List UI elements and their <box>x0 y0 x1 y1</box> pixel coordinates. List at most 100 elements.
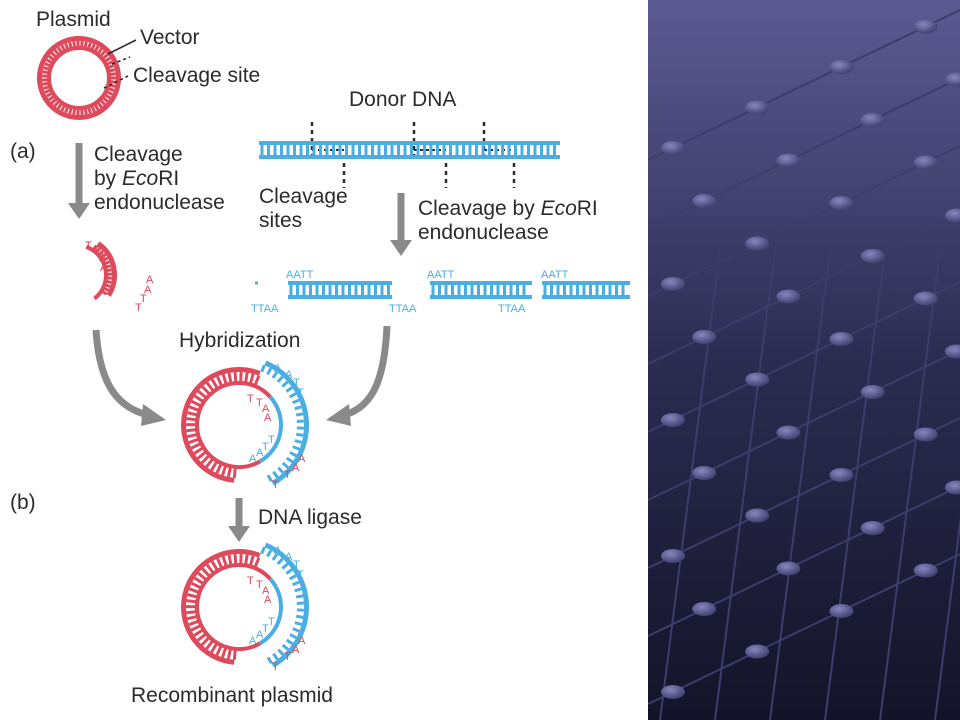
arrow-cleavage-right-head <box>390 240 412 256</box>
sticky-end-letter: A <box>264 412 272 424</box>
background-line <box>647 9 960 161</box>
plasmid-inner <box>47 46 111 110</box>
background-line <box>769 249 831 720</box>
sticky-end-letter: T <box>272 479 279 491</box>
sticky-end-aatt: AATT <box>427 269 455 281</box>
sticky-end-letter: T <box>140 293 147 305</box>
sticky-end-letter: T <box>297 569 304 581</box>
ecori-italic: Eco <box>122 167 159 190</box>
sticky-end-letter: A <box>298 453 306 465</box>
background-line <box>659 249 721 720</box>
sticky-end-letter: A <box>262 585 270 597</box>
background-bead <box>776 561 801 576</box>
cleavage-sites-label: Cleavage sites <box>259 185 348 232</box>
background-bead <box>692 330 717 344</box>
background-bead <box>860 249 885 263</box>
vector-leader <box>107 39 137 55</box>
sticky-end-ttaa: TTAA <box>389 303 417 315</box>
donor-fragment-1-bases <box>289 283 390 297</box>
background-bead <box>776 289 801 304</box>
donor-fragment-2-bases <box>431 283 526 297</box>
sticky-end-letter: A <box>298 635 306 647</box>
sticky-end-aatt: AATT <box>286 269 314 281</box>
donor-dna-label: Donor DNA <box>349 88 457 111</box>
background-bead <box>913 427 938 442</box>
sticky-end-letter: T <box>268 616 275 628</box>
background-bead <box>776 425 801 440</box>
hybrid-red-backbone <box>181 367 261 483</box>
vector-label: Vector <box>140 26 200 49</box>
sticky-end-letter: T <box>272 661 279 673</box>
sticky-end-aatt: AATT <box>541 269 569 281</box>
sticky-end-letter: A <box>262 403 270 415</box>
recombinant-red-inner <box>195 563 272 651</box>
arrow-to-hybrid-left-shaft <box>92 329 151 420</box>
background-bead <box>913 563 938 578</box>
open-plasmid-bases <box>91 244 113 296</box>
hybrid-red-inner <box>195 381 272 469</box>
sticky-end-letter: T <box>85 240 92 252</box>
sticky-end-letter: A <box>274 545 282 557</box>
sticky-end-ttaa: TTAA <box>498 303 526 315</box>
cleavage-site-label: Cleavage site <box>133 64 261 87</box>
background-bead <box>660 549 685 563</box>
background-bead <box>829 196 854 210</box>
sticky-end-letter: T <box>268 434 275 446</box>
sticky-end-letter: T <box>262 623 269 635</box>
background-line <box>714 249 776 720</box>
sticky-end-letter: T <box>262 441 269 453</box>
background-line <box>647 145 960 297</box>
sticky-end-letter: T <box>93 245 100 257</box>
panel-b-label: (b) <box>10 491 36 514</box>
panel-a-label: (a) <box>10 140 36 163</box>
cleavage-ecori-right-label: Cleavage by EcoRI endonuclease <box>418 197 598 244</box>
background-line <box>934 516 960 720</box>
recombinant-plasmid-label: Recombinant plasmid <box>131 684 333 707</box>
background-bead <box>913 19 938 34</box>
background-line <box>824 249 886 720</box>
sticky-end-letter: A <box>285 551 293 563</box>
background-bead <box>913 155 938 170</box>
sticky-end-letter: T <box>135 302 142 314</box>
background-bead <box>860 113 885 127</box>
hybrid-blue-bases <box>260 364 304 483</box>
hybrid-blue-inner <box>258 395 283 464</box>
background-bead <box>860 521 885 535</box>
background-bead <box>745 372 770 387</box>
arrow-to-hybrid-right-shaft <box>340 325 391 420</box>
background-bead <box>660 413 685 427</box>
background-bead <box>860 385 885 399</box>
background-line <box>647 417 960 569</box>
background-bead <box>692 466 717 480</box>
hybrid-blue-backbone <box>264 360 309 486</box>
background-bead <box>745 508 770 523</box>
sticky-end-letter: T <box>284 469 291 481</box>
background-bead <box>745 644 770 659</box>
arrow-cleavage-left-head <box>68 203 90 219</box>
sticky-end-letter: T <box>297 387 304 399</box>
sticky-end-letter: T <box>293 559 300 571</box>
arrow-to-hybrid-right-head <box>326 404 351 426</box>
sticky-end-letter: A <box>146 274 154 286</box>
background-bead <box>745 236 770 251</box>
dna-ligase-label: DNA ligase <box>258 506 362 529</box>
sticky-end-letter: A <box>249 635 257 647</box>
cleavage-site-leader <box>103 75 129 89</box>
sticky-end-letter: A <box>274 363 282 375</box>
recombinant-blue-backbone <box>264 542 309 668</box>
sticky-end-letter: A <box>264 594 272 606</box>
plasmid-label: Plasmid <box>36 8 111 31</box>
sticky-end-letter: A <box>256 447 264 459</box>
sticky-end-letter: A <box>144 284 152 296</box>
sticky-end-letter: A <box>249 453 257 465</box>
hybridization-label: Hybridization <box>179 329 301 352</box>
sticky-end-letter: A <box>99 252 107 264</box>
sticky-end-letter: T <box>247 575 254 587</box>
recombinant-red-bases <box>185 553 261 660</box>
open-plasmid-inner <box>85 244 108 301</box>
background-line <box>879 249 941 720</box>
background-bead <box>776 153 801 168</box>
background-bead <box>660 141 685 155</box>
background-bead <box>944 208 960 223</box>
